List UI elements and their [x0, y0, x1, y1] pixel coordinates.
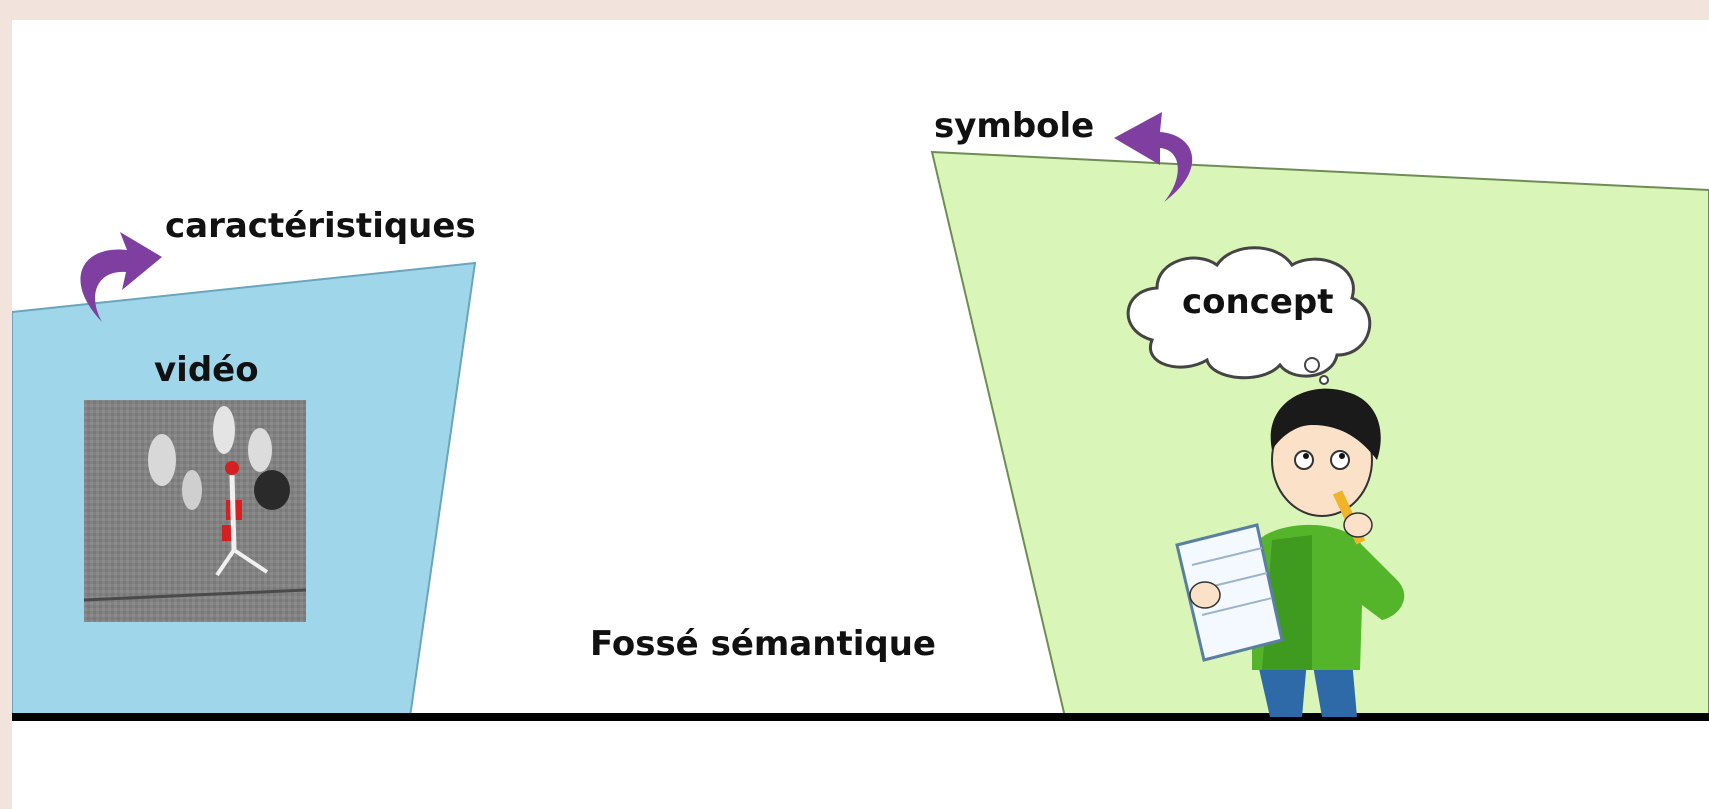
curved-arrow-icon	[1114, 112, 1193, 202]
thought-cloud-icon	[1126, 246, 1372, 385]
features-label: caractéristiques	[165, 206, 476, 246]
semantic-gap-label: Fossé sémantique	[590, 624, 936, 664]
concept-label: concept	[1182, 282, 1334, 322]
baseline	[12, 713, 1709, 721]
video-frame-image	[83, 400, 307, 622]
curved-arrow-icon	[80, 232, 162, 322]
video-label: vidéo	[154, 350, 259, 390]
symbol-label: symbole	[934, 106, 1095, 146]
boy-thinking-illustration	[1175, 388, 1405, 717]
diagram-frame: caractéristiques vidéo symbole concept F…	[12, 20, 1709, 809]
semantic-gap-diagram	[12, 112, 1709, 721]
